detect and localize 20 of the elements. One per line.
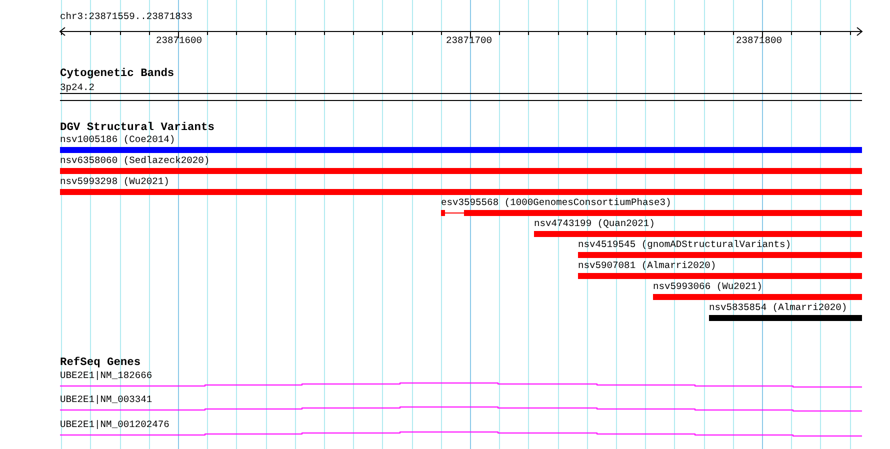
- axis-tick-label: 23871600: [156, 35, 202, 46]
- track-title: RefSeq Genes: [60, 357, 141, 369]
- feature-label: nsv4519545 (gnomADStructuralVariants): [578, 239, 792, 250]
- feature-label: 3p24.2: [60, 82, 95, 93]
- coordinate-range: chr3:23871559..23871833: [60, 11, 192, 22]
- feature-label: nsv5835854 (Almarri2020): [709, 302, 848, 313]
- track-title: DGV Structural Variants: [60, 122, 214, 134]
- feature-label: nsv5907081 (Almarri2020): [578, 260, 716, 271]
- feature-label: UBE2E1|NM_003341: [60, 394, 152, 405]
- feature-label: nsv4743199 (Quan2021): [534, 218, 655, 229]
- feature-label: UBE2E1|NM_182666: [60, 370, 152, 381]
- feature-label: nsv5993066 (Wu2021): [653, 281, 762, 292]
- track-title: Cytogenetic Bands: [60, 68, 174, 80]
- axis-tick-label: 23871800: [736, 35, 782, 46]
- feature-label: UBE2E1|NM_001202476: [60, 419, 170, 430]
- feature-label: nsv5993298 (Wu2021): [60, 176, 170, 187]
- axis-tick-label: 23871700: [446, 35, 492, 46]
- feature-label: nsv6358060 (Sedlazeck2020): [60, 155, 210, 166]
- feature-label: nsv1005186 (Coe2014): [60, 134, 176, 145]
- feature-label: esv3595568 (1000GenomesConsortiumPhase3): [441, 197, 672, 208]
